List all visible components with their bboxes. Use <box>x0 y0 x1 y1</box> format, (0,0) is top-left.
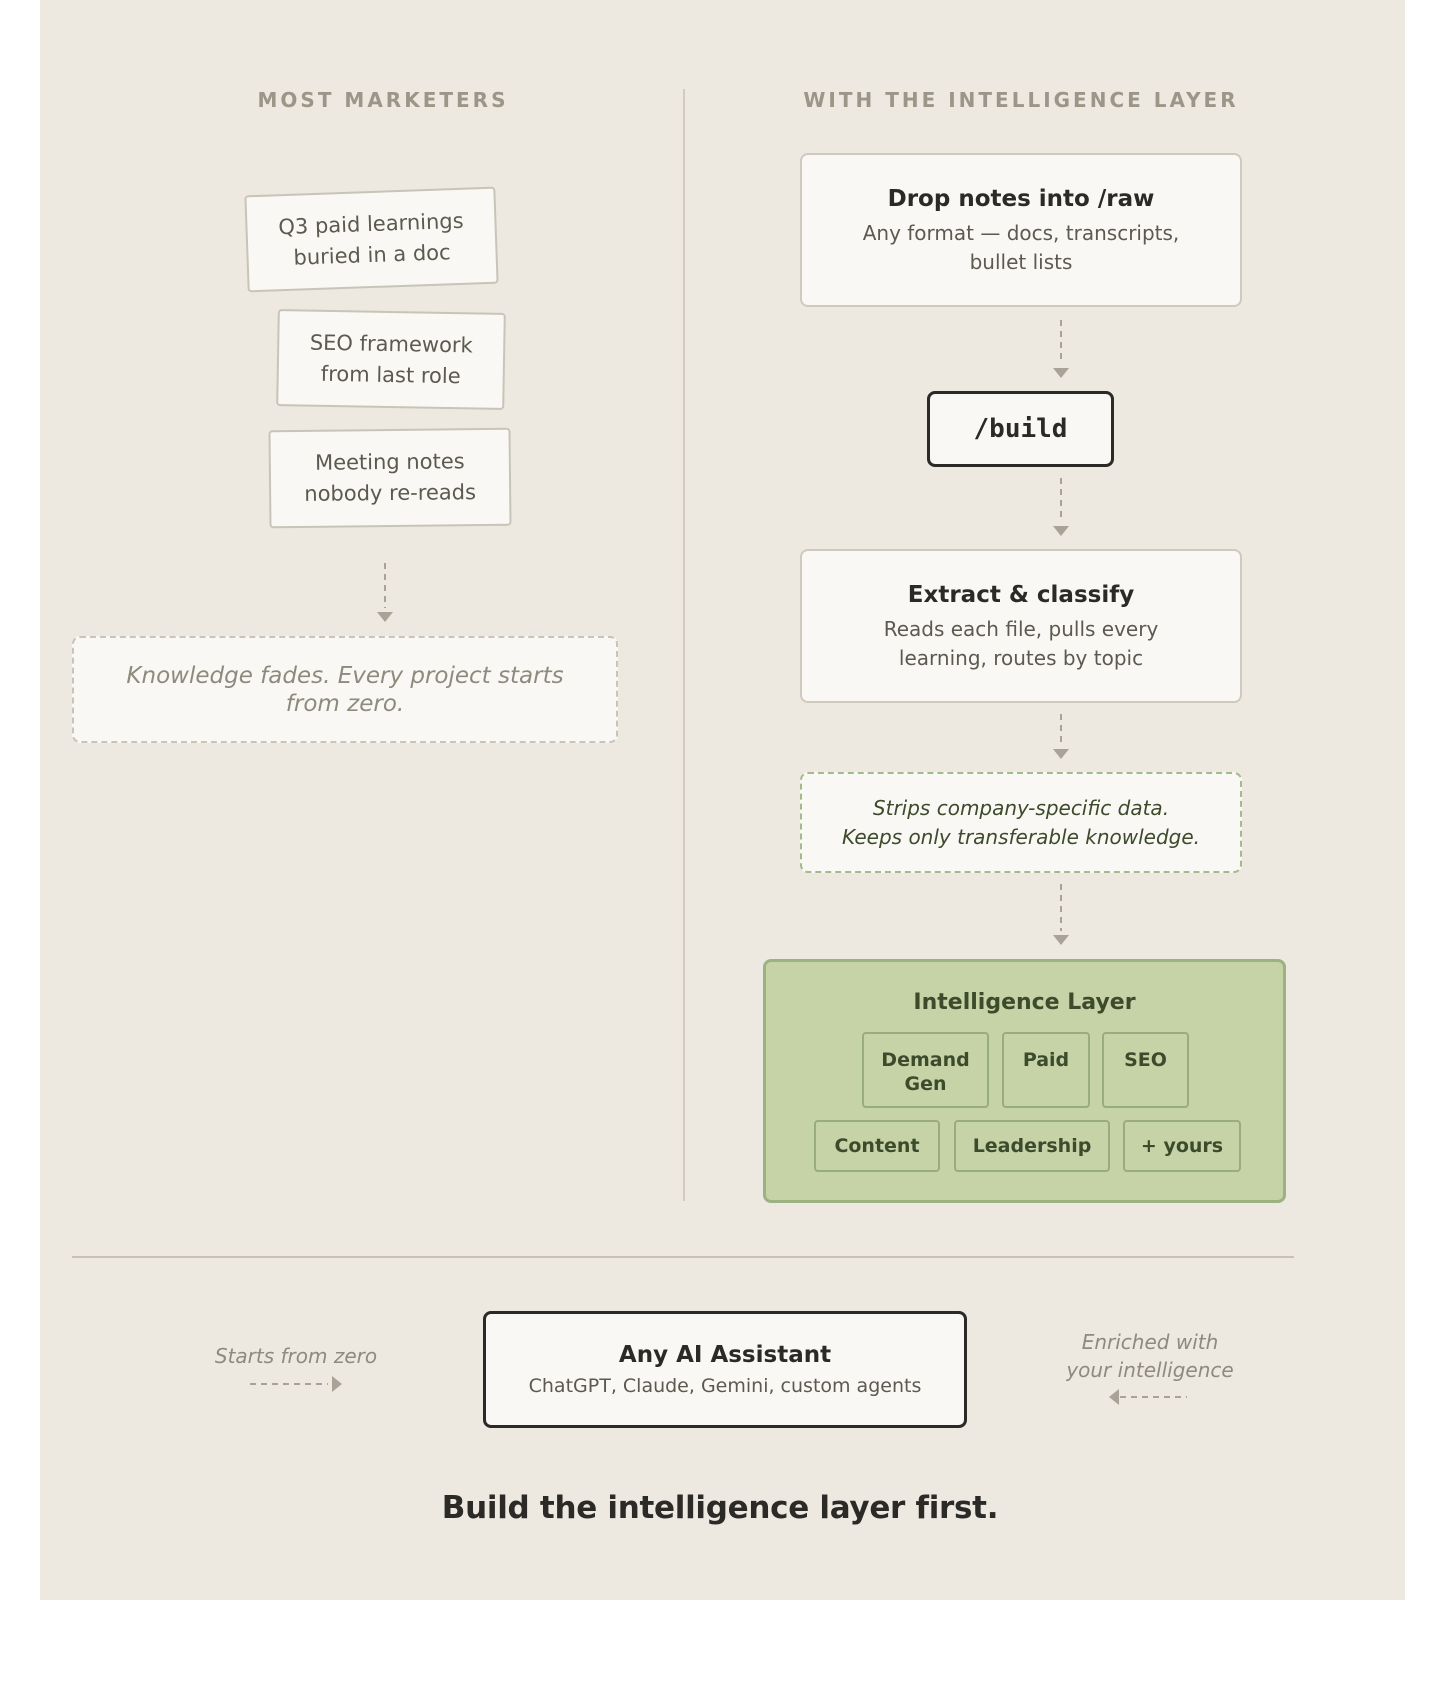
enriched-note: Enriched with your intelligence <box>1066 1330 1234 1382</box>
arrowhead-strip-to-intel <box>1053 935 1069 945</box>
tag-seo: SEO <box>1102 1032 1189 1108</box>
step-extract-title: Extract & classify <box>907 582 1135 608</box>
arrowhead-build-to-extract <box>1053 526 1069 536</box>
any-ai-assistant-box: Any AI Assistant ChatGPT, Claude, Gemini… <box>483 1311 967 1428</box>
left-column-heading: MOST MARKETERS <box>257 88 509 112</box>
arrowhead-extract-to-strip <box>1053 749 1069 759</box>
arrowhead-notes-to-fade <box>377 612 393 622</box>
ai-assistant-title: Any AI Assistant <box>618 1341 832 1368</box>
starts-from-zero-note: Starts from zero <box>214 1344 378 1368</box>
right-column-heading: WITH THE INTELLIGENCE LAYER <box>803 88 1239 112</box>
step-extract-classify: Extract & classify Reads each file, pull… <box>800 549 1242 703</box>
tag-content: Content <box>814 1120 940 1172</box>
arrowhead-left-to-ai <box>332 1376 342 1392</box>
intelligence-layer-title: Intelligence Layer <box>913 990 1136 1015</box>
tag-yours: + yours <box>1123 1120 1241 1172</box>
column-divider <box>683 89 685 1201</box>
step-drop-notes: Drop notes into /raw Any format — docs, … <box>800 153 1242 307</box>
tag-leadership: Leadership <box>954 1120 1110 1172</box>
tagline: Build the intelligence layer first. <box>441 1490 999 1526</box>
strip-company-data-note: Strips company-specific data. Keeps only… <box>800 772 1242 873</box>
step-drop-notes-desc: Any format — docs, transcripts, bullet l… <box>862 221 1180 274</box>
arrowhead-drop-to-build <box>1053 368 1069 378</box>
arrowhead-right-to-ai <box>1109 1389 1119 1405</box>
ai-assistant-desc: ChatGPT, Claude, Gemini, custom agents <box>528 1374 922 1397</box>
build-command: /build <box>927 391 1114 467</box>
section-divider <box>72 1256 1294 1258</box>
tag-paid: Paid <box>1002 1032 1090 1108</box>
knowledge-fades-box: Knowledge fades. Every project starts fr… <box>72 636 618 743</box>
step-drop-notes-title: Drop notes into /raw <box>887 186 1155 212</box>
step-extract-desc: Reads each file, pulls every learning, r… <box>883 617 1159 670</box>
